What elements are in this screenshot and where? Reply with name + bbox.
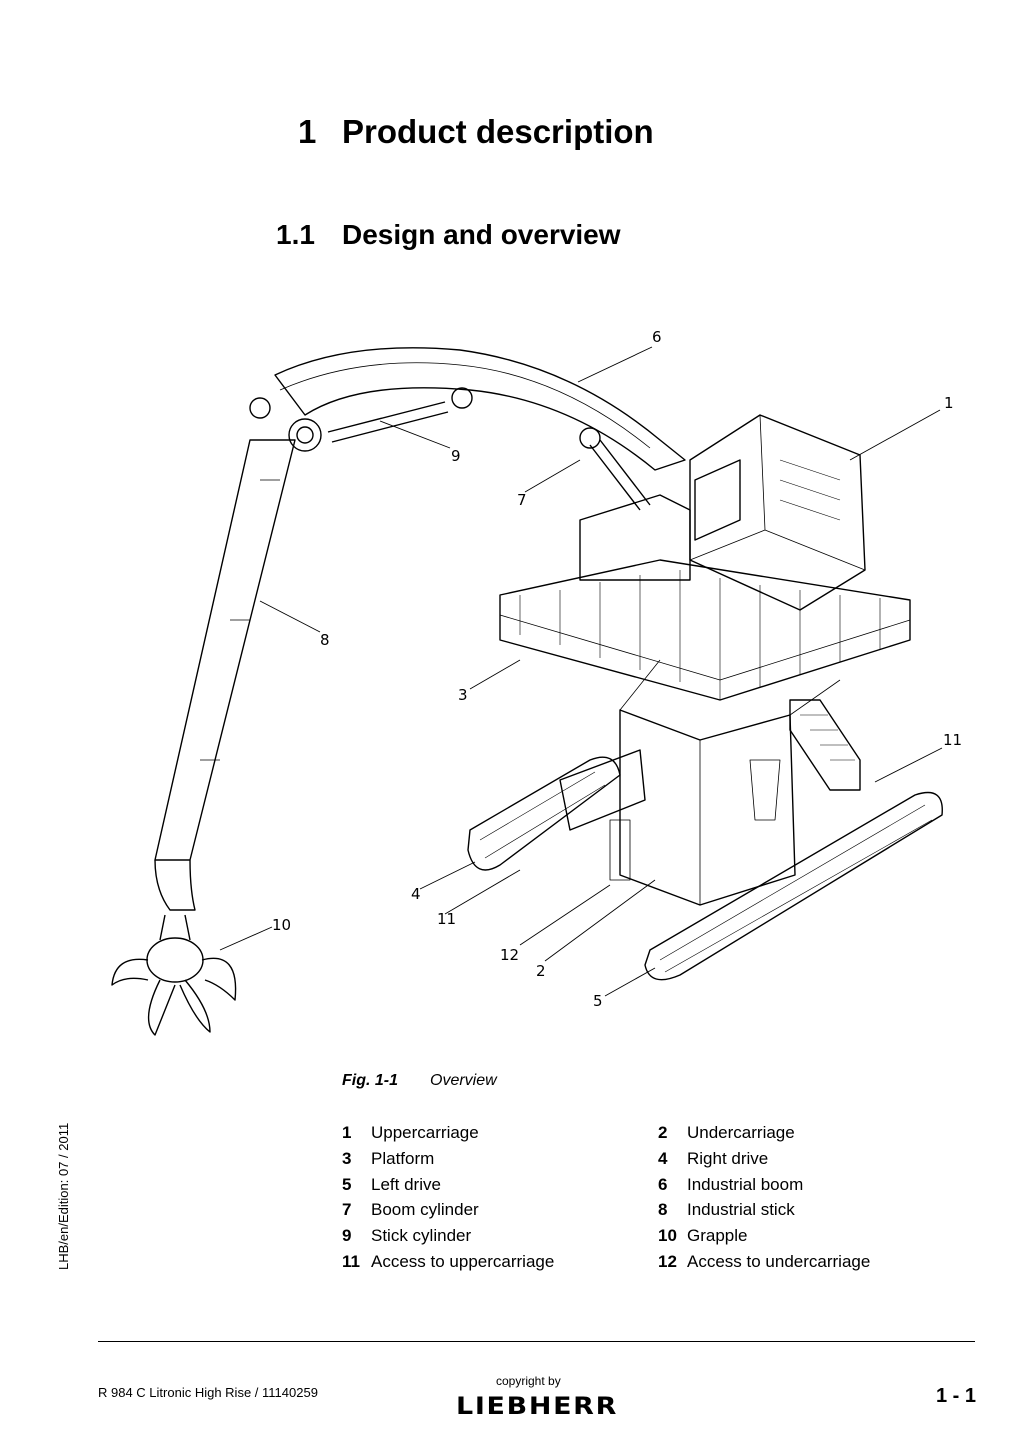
legend-item: 3 Platform: [342, 1149, 658, 1175]
callout-leader-lines: [219, 346, 943, 997]
document-id: R 984 C Litronic High Rise / 11140259: [98, 1385, 318, 1400]
liebherr-logo: LIEBHERR: [456, 1393, 618, 1417]
figure-title: Overview: [430, 1072, 497, 1089]
legend-row: 5 Left drive 6 Industrial boom: [342, 1175, 982, 1201]
section-title: Design and overview: [342, 219, 621, 250]
legend-table: 1 Uppercarriage 2 Undercarriage 3 Platform …: [342, 1123, 982, 1278]
legend-number: 1: [342, 1123, 352, 1142]
legend-item: 7 Boom cylinder: [342, 1200, 658, 1226]
legend-label: Access to undercarriage: [687, 1251, 871, 1271]
copyright-note: copyright by: [496, 1374, 561, 1388]
chapter-number: 1: [298, 113, 317, 150]
callout-label: 9: [451, 447, 461, 465]
legend-number: 11: [342, 1251, 360, 1271]
callout-label: 1: [944, 394, 954, 412]
logo-wordmark: LIEBHERR: [456, 1393, 618, 1417]
callout-label: 11: [943, 731, 962, 749]
callout-label: 8: [320, 631, 330, 649]
legend-label: Stick cylinder: [371, 1226, 472, 1246]
access-stairs-drawing: [559, 699, 861, 881]
edition-note: LHB/en/Edition: 07 / 2011: [56, 1122, 71, 1270]
legend-item: 10 Grapple: [658, 1226, 974, 1252]
legend-number: 10: [658, 1226, 677, 1246]
stick-drawing: [154, 439, 296, 861]
legend-number: 7: [342, 1200, 352, 1220]
machine-overview-illustration: 6 1 9 7 8 3 11 4 11 10 12 2 5: [111, 328, 962, 1036]
stick-cylinder-drawing: [327, 401, 449, 443]
boom-cylinder-drawing: [589, 439, 651, 511]
left-drive-drawing: [644, 791, 943, 981]
legend-label: Access to uppercarriage: [371, 1251, 555, 1271]
legend-row: 7 Boom cylinder 8 Industrial stick: [342, 1200, 982, 1226]
legend-row: 1 Uppercarriage 2 Undercarriage: [342, 1123, 982, 1149]
legend-number: 5: [342, 1174, 352, 1194]
legend-number: 6: [658, 1174, 668, 1194]
callout-label: 3: [458, 686, 468, 704]
section-heading: 1.1 Design and overview: [276, 219, 621, 251]
legend-label: Boom cylinder: [371, 1200, 479, 1220]
legend-item: 6 Industrial boom: [658, 1175, 974, 1201]
figure-caption: Fig. 1-1 Overview: [342, 1072, 497, 1090]
legend-number: 12: [658, 1251, 677, 1271]
platform-drawing: [499, 559, 911, 701]
legend-item: 9 Stick cylinder: [342, 1226, 658, 1252]
chapter-title: Product description: [342, 113, 654, 150]
footer-divider: [98, 1341, 975, 1342]
page-number: 1 - 1: [936, 1385, 977, 1407]
legend-label: Platform: [371, 1148, 435, 1168]
legend-number: 4: [658, 1148, 668, 1168]
right-drive-drawing: [467, 756, 621, 871]
legend-number: 9: [342, 1226, 352, 1246]
boom-drawing: [274, 347, 686, 471]
legend-label: Undercarriage: [687, 1123, 795, 1142]
legend-item: 5 Left drive: [342, 1175, 658, 1201]
legend-row: 3 Platform 4 Right drive: [342, 1149, 982, 1175]
legend-label: Industrial boom: [687, 1174, 804, 1194]
legend-label: Grapple: [687, 1226, 748, 1246]
legend-item: 12 Access to undercarriage: [658, 1252, 974, 1278]
legend-row: 11 Access to uppercarriage 12 Access to un…: [342, 1252, 982, 1278]
undercarriage-drawing: [619, 659, 841, 906]
legend-item: 11 Access to uppercarriage: [342, 1252, 658, 1278]
legend-number: 3: [342, 1148, 352, 1168]
figure-label: Fig. 1-1: [342, 1072, 399, 1089]
legend-item: 4 Right drive: [658, 1149, 974, 1175]
legend-number: 8: [658, 1200, 668, 1220]
callout-label: 10: [272, 916, 291, 934]
legend-row: 9 Stick cylinder 10 Grapple: [342, 1226, 982, 1252]
legend-label: Industrial stick: [687, 1200, 795, 1220]
legend-item: 1 Uppercarriage: [342, 1123, 658, 1149]
callout-label: 2: [536, 962, 546, 980]
legend-item: 2 Undercarriage: [658, 1123, 974, 1149]
chapter-heading: 1 Product description: [298, 113, 654, 151]
callout-label: 11: [437, 910, 456, 928]
callout-label: 7: [517, 491, 527, 509]
callout-label: 4: [411, 885, 421, 903]
callout-label: 12: [500, 946, 519, 964]
legend-label: Right drive: [687, 1148, 769, 1168]
legend-label: Left drive: [371, 1174, 441, 1194]
grapple-drawing: [111, 914, 237, 1036]
legend-item: 8 Industrial stick: [658, 1200, 974, 1226]
uppercarriage-drawing: [579, 414, 866, 611]
callout-label: 6: [652, 328, 662, 346]
callout-label: 5: [593, 992, 603, 1010]
section-number: 1.1: [276, 219, 315, 250]
legend-number: 2: [658, 1123, 668, 1142]
legend-label: Uppercarriage: [371, 1123, 479, 1142]
